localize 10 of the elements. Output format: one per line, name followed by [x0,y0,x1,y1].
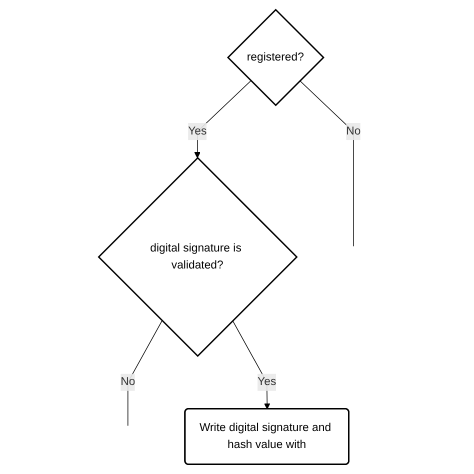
edge-label: Yes [188,125,207,138]
edge-label: No [120,376,136,388]
node-diamond: digital signature is validated? [98,156,298,357]
node-diamond: registered? [227,8,325,106]
arrow [194,80,252,158]
connector [128,320,163,426]
edge-label: No [346,125,361,138]
edge-label: Yes [258,376,276,388]
arrow [232,320,270,410]
connector [300,80,354,247]
